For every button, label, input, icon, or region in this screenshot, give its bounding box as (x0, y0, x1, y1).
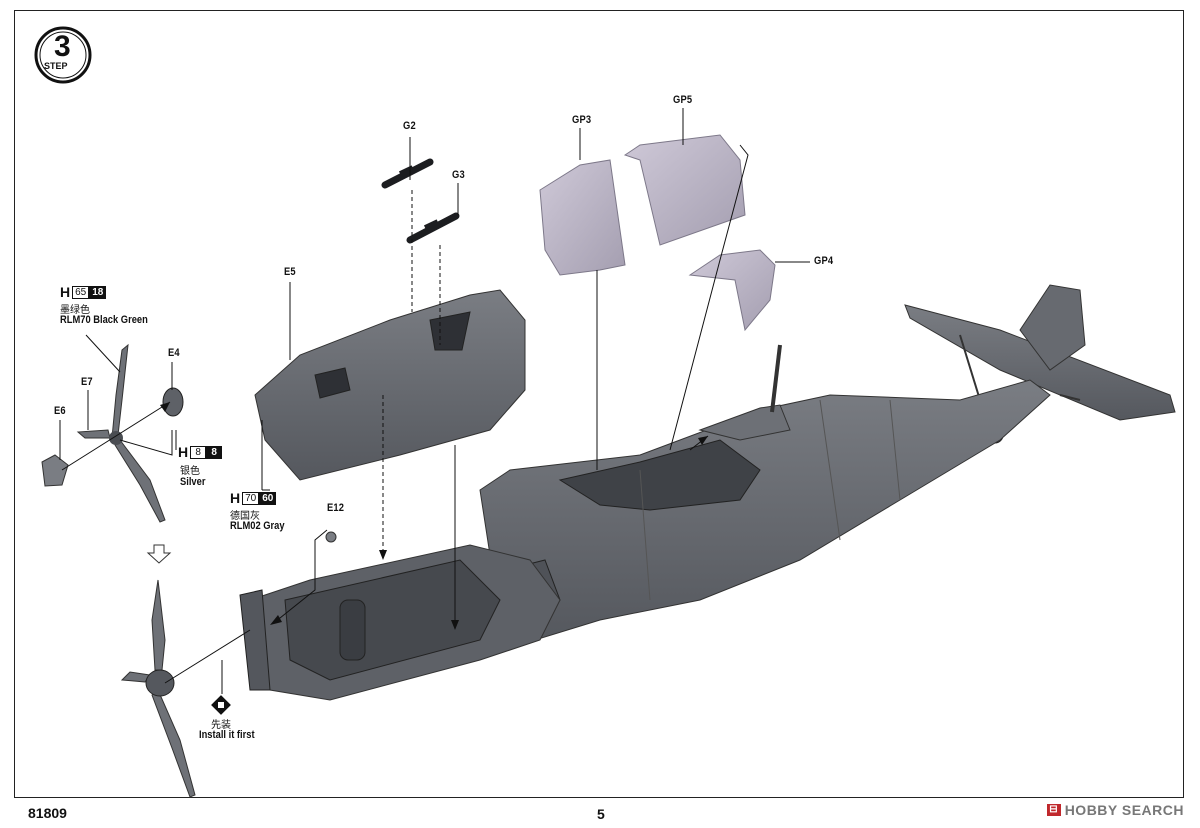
label-e5: E5 (284, 266, 296, 278)
upper-cowl-e5 (254, 289, 526, 481)
page-frame (14, 10, 1184, 798)
hobby-h-label: H (178, 444, 189, 460)
hobby-h-label: H (60, 284, 71, 300)
part-e12 (325, 531, 337, 543)
paint-code-black-green: H 65 18 (60, 284, 107, 300)
label-gp4: GP4 (814, 255, 834, 267)
canopy-gp3 (539, 159, 626, 276)
arrowheads (160, 402, 708, 630)
label-e4: E4 (168, 347, 180, 359)
mr-color-code: 18 (89, 286, 107, 299)
watermark: ⊟ HOBBY SEARCH (1046, 802, 1184, 818)
paint-code-silver: H 8 8 (178, 444, 223, 460)
nose-lower (239, 544, 561, 701)
step-label: STEP (44, 61, 68, 71)
note-en: Install it first (199, 729, 255, 741)
paint-name-en-black-green: RLM70 Black Green (60, 314, 148, 326)
propeller-exploded (41, 343, 184, 523)
paint-name-en-silver: Silver (180, 476, 206, 488)
label-g3: G3 (452, 169, 465, 181)
kit-number: 81809 (28, 805, 67, 821)
windscreen-gp4 (688, 249, 776, 332)
hobby-h-label: H (230, 490, 241, 506)
paint-name-cn-silver: 银色 (180, 466, 200, 477)
label-e12: E12 (327, 502, 345, 514)
hobby-code: 65 (72, 286, 90, 299)
mr-color-code: 60 (259, 492, 277, 505)
watermark-text: HOBBY SEARCH (1064, 802, 1184, 818)
propeller-assembled (120, 579, 196, 798)
watermark-logo-icon: ⊟ (1046, 804, 1061, 816)
down-arrow (146, 544, 172, 564)
page-number: 5 (597, 806, 605, 822)
paint-name-cn-black-green: 墨绿色 (60, 305, 90, 316)
label-e6: E6 (54, 405, 66, 417)
mr-color-code: 8 (206, 446, 223, 459)
leader-lines (59, 108, 810, 694)
label-e7: E7 (81, 376, 93, 388)
paint-name-en-gray: RLM02 Gray (230, 520, 285, 532)
hobby-code: 70 (242, 492, 260, 505)
tail-section (904, 284, 1176, 444)
canopy-gp5 (623, 134, 746, 246)
install-first-icon (211, 695, 231, 715)
fuselage (479, 344, 1051, 641)
exhaust-g3 (406, 212, 460, 244)
paint-code-gray: H 70 60 (230, 490, 277, 506)
label-gp5: GP5 (673, 94, 693, 106)
label-gp3: GP3 (572, 114, 592, 126)
step-number: 3 (54, 30, 71, 63)
step-badge (34, 26, 92, 84)
note-cn: 先装 (211, 720, 231, 731)
paint-name-cn-gray: 德国灰 (230, 511, 260, 522)
exhaust-g2 (381, 158, 434, 189)
label-g2: G2 (403, 120, 416, 132)
hobby-code: 8 (190, 446, 207, 459)
